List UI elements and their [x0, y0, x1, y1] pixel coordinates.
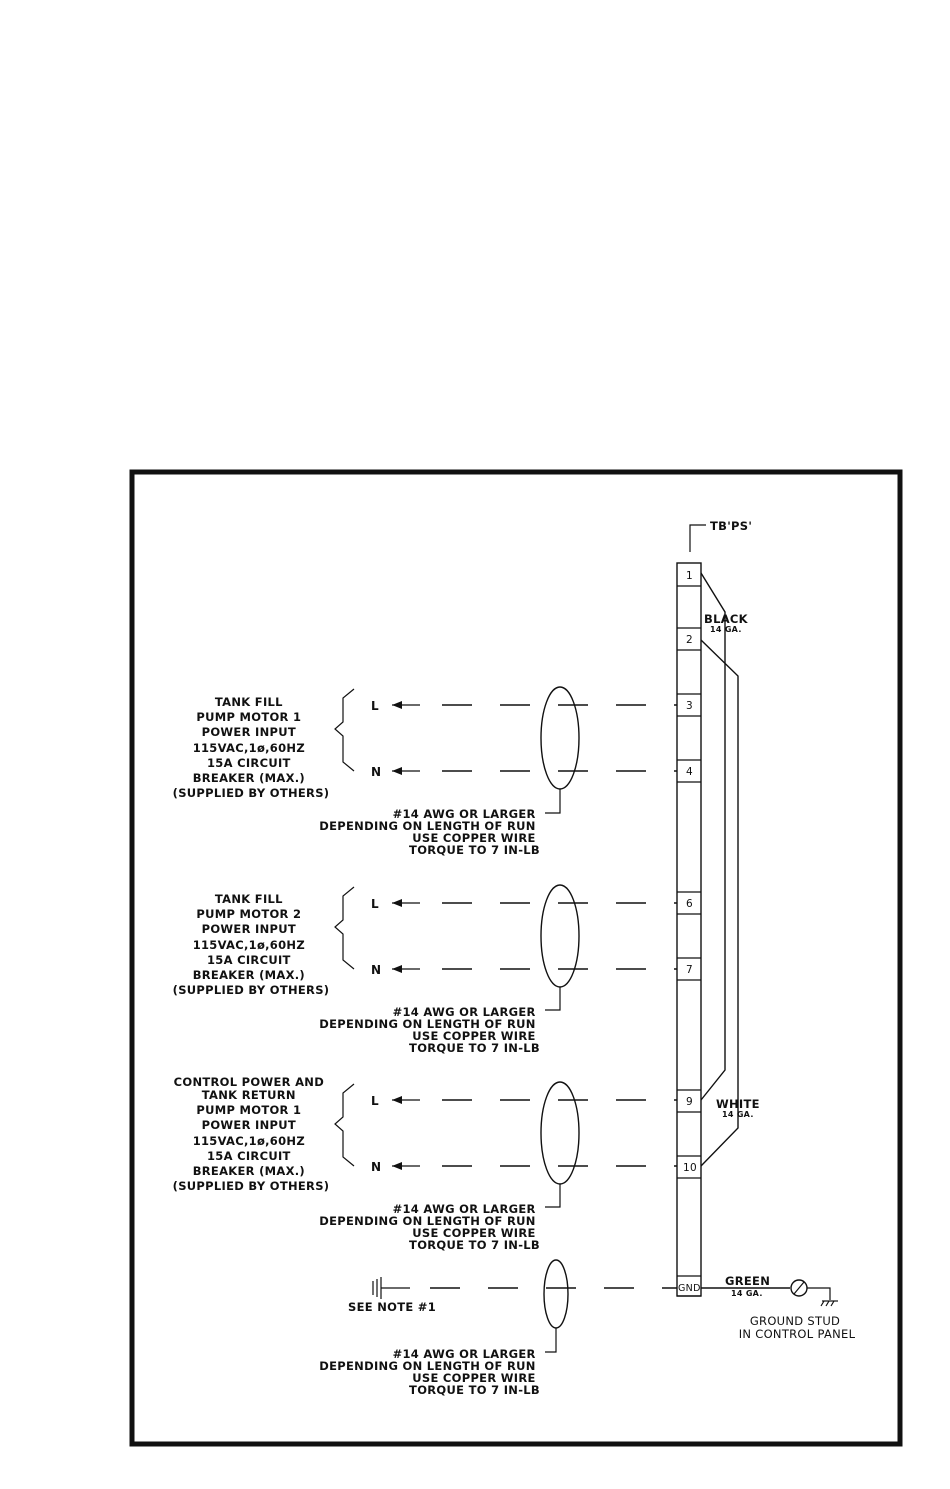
circuit-2-brace — [334, 886, 355, 970]
earth-ground-icon — [820, 1300, 838, 1307]
circuit-3: CONTROL POWER AND TANK RETURN PUMP MOTOR… — [173, 1075, 677, 1252]
circuit-3-cable-oval — [540, 1081, 580, 1185]
terminal-block-label: TB'PS' — [689, 519, 752, 552]
svg-text:WHITE: WHITE — [716, 1097, 760, 1111]
ground-cable-oval — [543, 1259, 569, 1329]
circuit-2-neutral-label: N — [371, 963, 381, 977]
terminal-3: 3 — [686, 700, 693, 712]
ground-circuit: SEE NOTE #1 #14 AWG OR LARGER DEPENDING … — [319, 1259, 856, 1397]
circuit-1-label: TANK FILL PUMP MOTOR 1 POWER INPUT 115VA… — [173, 695, 330, 800]
circuit-1-neutral-label: N — [371, 765, 381, 779]
circuit-3-wire-note: #14 AWG OR LARGER DEPENDING ON LENGTH OF… — [319, 1202, 540, 1252]
ground-stud-icon — [790, 1279, 808, 1297]
circuit-1-brace — [334, 688, 355, 772]
circuit-3-label: CONTROL POWER AND TANK RETURN PUMP MOTOR… — [173, 1075, 330, 1193]
terminal-1: 1 — [686, 570, 693, 582]
svg-text:14 GA.: 14 GA. — [710, 625, 742, 634]
black-jumper-wire: BLACK 14 GA. — [700, 572, 749, 1101]
terminal-10: 10 — [683, 1162, 697, 1174]
see-note-label: SEE NOTE #1 — [348, 1300, 436, 1314]
circuit-2-line-label: L — [371, 897, 379, 911]
terminal-7: 7 — [686, 964, 693, 976]
terminal-9: 9 — [686, 1096, 693, 1108]
circuit-1-wire-note: #14 AWG OR LARGER DEPENDING ON LENGTH OF… — [319, 807, 540, 857]
circuit-3-neutral-label: N — [371, 1160, 381, 1174]
green-wire-label: GREEN — [725, 1274, 770, 1288]
svg-text:TB'PS': TB'PS' — [710, 519, 752, 533]
svg-text:BLACK: BLACK — [704, 612, 749, 626]
circuit-2-wire-note: #14 AWG OR LARGER DEPENDING ON LENGTH OF… — [319, 1005, 540, 1055]
terminal-6: 6 — [686, 898, 693, 910]
svg-text:14 GA.: 14 GA. — [731, 1289, 763, 1298]
terminal-gnd: GND — [678, 1283, 701, 1294]
diagram-frame — [129, 469, 903, 1447]
terminal-2: 2 — [686, 634, 693, 646]
circuit-2-cable-oval — [540, 884, 580, 988]
terminal-block: 1 2 3 4 6 7 9 10 GND — [676, 562, 702, 1297]
circuit-3-brace — [334, 1083, 355, 1167]
circuit-2-label: TANK FILL PUMP MOTOR 2 POWER INPUT 115VA… — [173, 892, 330, 997]
circuit-2: TANK FILL PUMP MOTOR 2 POWER INPUT 115VA… — [173, 884, 677, 1055]
svg-text:14 GA.: 14 GA. — [722, 1110, 754, 1119]
ground-symbol-icon — [372, 1277, 382, 1299]
terminal-4: 4 — [686, 766, 693, 778]
circuit-1-line-label: L — [371, 699, 379, 713]
circuit-3-line-label: L — [371, 1094, 379, 1108]
circuit-1: TANK FILL PUMP MOTOR 1 POWER INPUT 115VA… — [173, 686, 677, 857]
circuit-1-cable-oval — [540, 686, 580, 790]
ground-wire-note: #14 AWG OR LARGER DEPENDING ON LENGTH OF… — [319, 1347, 540, 1397]
white-jumper-wire: WHITE 14 GA. — [700, 639, 760, 1167]
ground-stud-label: GROUND STUD IN CONTROL PANEL — [739, 1314, 856, 1341]
